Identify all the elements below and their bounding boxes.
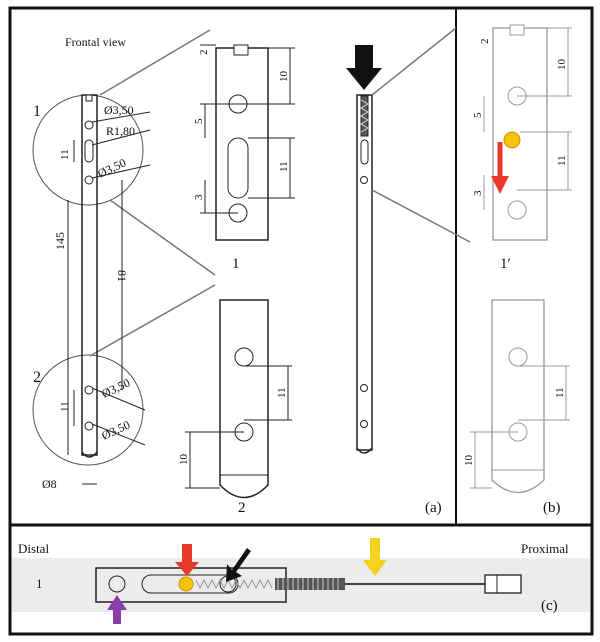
panel-b: 2 10 5 11 3 1′ 11 10 (b) <box>463 24 572 516</box>
d1-label-11: 11 <box>278 161 290 172</box>
dim-plate-width: Ø8 <box>42 477 57 491</box>
c-spring-coils-dark <box>277 578 339 590</box>
b-label-3: 3 <box>472 190 484 196</box>
side-spring-coils <box>359 99 370 133</box>
c-ball <box>178 576 194 592</box>
panel-a-label: (a) <box>425 500 442 516</box>
b-label-11: 11 <box>556 155 568 166</box>
main-hole-top-1 <box>84 120 94 130</box>
dim-81: 81 <box>115 270 129 282</box>
zoom-line-1b <box>109 199 216 276</box>
c-spring-dark <box>275 578 345 590</box>
b-label-10: 10 <box>556 59 568 71</box>
panel-c: Distal Proximal 1 (c) <box>12 538 590 624</box>
c-distal-hole <box>108 575 126 593</box>
main-plate-tip <box>81 451 98 458</box>
detail-circle-2 <box>32 354 144 466</box>
side-hole-2 <box>360 384 368 392</box>
c-spring-coils-light <box>195 578 273 590</box>
b-detail-caption: 1′ <box>500 256 511 272</box>
dim-slot-length: 11 <box>59 149 71 160</box>
proximal-label: Proximal <box>521 541 569 556</box>
leader-d4 <box>91 423 146 446</box>
d1-label-3: 3 <box>193 194 205 200</box>
d1-label-2: 2 <box>198 50 210 56</box>
dim-hole-top-1: Ø3,50 <box>104 103 134 117</box>
zoom-line-2a <box>89 284 216 357</box>
leader-d1 <box>91 111 151 123</box>
leader-d2 <box>91 164 151 179</box>
main-plate-notch <box>85 94 93 102</box>
b-plate-bottom <box>491 299 545 493</box>
frontal-view-title: Frontal view <box>65 35 126 49</box>
detail-2-plate <box>219 299 269 499</box>
b-red-arrow-head <box>491 176 509 194</box>
c-black-arrow <box>226 548 252 582</box>
detail-1-caption: 1 <box>232 256 240 272</box>
leader-d3 <box>91 387 146 411</box>
dim-slot-radius: R1,80 <box>106 124 135 138</box>
detail-1-marker: 1 <box>33 103 41 120</box>
c-red-arrow <box>175 544 199 576</box>
b-notch <box>509 24 525 36</box>
side-slot <box>360 139 369 165</box>
zoom-line-side-a <box>371 27 457 96</box>
c-yellow-arrow <box>363 538 387 576</box>
detail-2-marker: 2 <box>33 369 41 386</box>
dim-145: 145 <box>53 232 67 250</box>
b-label-5: 5 <box>472 112 484 118</box>
detail-1-notch <box>233 44 249 56</box>
side-hole-3 <box>360 420 368 428</box>
detail-2-caption: 2 <box>238 500 246 516</box>
dim-bottom-spacing: 11 <box>59 401 71 412</box>
side-plate <box>356 94 373 451</box>
main-hole-bottom-2 <box>84 421 94 431</box>
main-hole-bottom-1 <box>84 385 94 395</box>
zoom-line-1a <box>99 29 211 96</box>
main-slot <box>84 139 94 163</box>
b-label-11b: 11 <box>554 387 566 398</box>
d2-label-10: 10 <box>178 454 190 466</box>
c-purple-arrow <box>107 595 127 624</box>
row-number: 1 <box>36 576 43 591</box>
panel-b-label: (b) <box>543 500 561 516</box>
b-label-2: 2 <box>479 39 491 45</box>
main-hole-top-2 <box>84 175 94 185</box>
d2-label-11: 11 <box>276 387 288 398</box>
b-hole-2 <box>507 200 527 220</box>
zoom-line-side-b <box>371 189 471 243</box>
side-hole-1 <box>360 176 368 184</box>
leader-r <box>91 129 151 146</box>
b-label-10b: 10 <box>463 455 475 467</box>
b-ball <box>503 131 521 149</box>
d1-label-5: 5 <box>193 118 205 124</box>
black-arrow-top <box>346 45 382 90</box>
figure-frame <box>8 6 594 636</box>
c-cap <box>484 574 522 594</box>
distal-label: Distal <box>18 541 49 556</box>
panel-c-label: (c) <box>541 598 558 614</box>
d1-label-10: 10 <box>278 71 290 83</box>
detail-1-slot <box>227 137 249 199</box>
side-plate-tip <box>356 447 373 454</box>
